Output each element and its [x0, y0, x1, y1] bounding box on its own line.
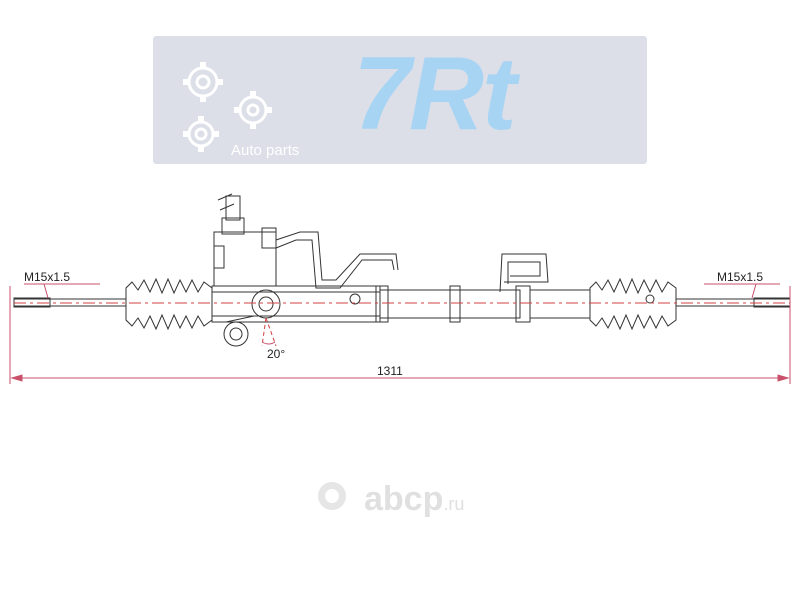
logo-mark: 7Rt: [353, 36, 517, 152]
thread-spec-left: M15x1.5: [24, 270, 71, 284]
watermark: abcp.ru: [364, 480, 464, 519]
thread-spec-right: M15x1.5: [717, 270, 764, 284]
brand-logo-banner: Auto parts 7Rt: [153, 36, 647, 164]
watermark-ring-icon: [318, 482, 346, 510]
angle-label: 20°: [267, 347, 286, 361]
watermark-name: abcp: [364, 480, 444, 518]
logo-tagline: Auto parts: [231, 142, 300, 159]
steering-rack-drawing: [9, 193, 791, 384]
overall-length-label: 1311: [377, 364, 403, 378]
watermark-suffix: .ru: [443, 494, 465, 514]
gears-icon: [183, 62, 272, 152]
